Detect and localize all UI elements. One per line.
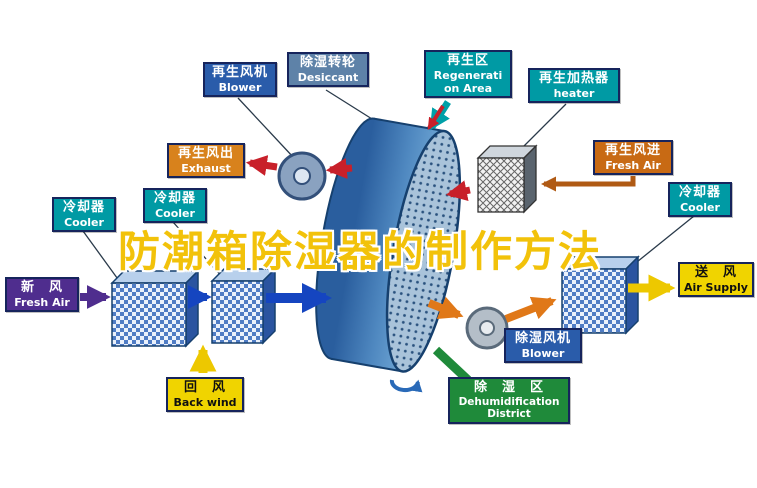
ahu-box-mid-side — [262, 267, 276, 345]
dehum-fan — [465, 306, 509, 350]
label-fresh-air: 新 风 Fresh Air — [5, 277, 79, 312]
ahu-box-left-front — [111, 282, 187, 347]
ahu-box-mid-front — [211, 280, 264, 344]
connector-cooler-mid — [172, 221, 225, 280]
arrow-hx-to-wheel — [445, 180, 471, 202]
label-dehum-blower-en: Blower — [521, 346, 565, 360]
ahu-box-right-side — [625, 255, 639, 335]
label-back-wind: 回 风 Back wind — [166, 377, 244, 412]
label-regen-blower-zh: 再生风机 — [211, 65, 268, 80]
connector-cooler-left — [82, 230, 121, 283]
rotation-arrow — [389, 379, 423, 393]
ahu-box-right — [560, 255, 640, 335]
heat-exchanger — [476, 144, 538, 214]
label-dehum-district-en1: Dehumidification — [458, 395, 560, 408]
label-regen-blower: 再生风机 Blower — [203, 62, 277, 97]
label-regen-fresh-air-en: Fresh Air — [605, 158, 661, 172]
rotor-wheel-edge-bottom — [331, 357, 403, 373]
label-desiccant-zh: 除湿转轮 — [299, 55, 356, 70]
label-connectors — [82, 89, 695, 346]
ahu-box-left — [110, 269, 200, 348]
label-dehum-district: 除 湿 区 Dehumidification District — [448, 377, 570, 424]
label-air-supply-zh: 送 风 — [694, 265, 737, 280]
arrow-exhaust-out — [245, 155, 278, 176]
label-regen-area-zh: 再生区 — [446, 53, 489, 68]
ahu-box-right-front — [561, 268, 627, 334]
label-desiccant: 除湿转轮 Desiccant — [287, 52, 369, 87]
regen-fan — [277, 151, 327, 201]
dehum-fan-hub — [479, 320, 495, 336]
page-title: 防潮箱除湿器的制作方法 — [118, 227, 603, 276]
arrow-wheel-to-dehum-fan — [427, 296, 464, 320]
label-dehum-district-zh: 除 湿 区 — [473, 380, 544, 395]
label-fresh-air-en: Fresh Air — [14, 295, 70, 309]
label-back-wind-zh: 回 风 — [183, 380, 226, 395]
arrow-wheel-to-regen-fan — [325, 158, 353, 179]
label-dehum-district-en2: District — [487, 408, 531, 421]
label-cooler-mid-zh: 冷却器 — [153, 191, 196, 206]
label-exhaust: 再生风出 Exhaust — [167, 143, 245, 178]
rotor-wheel-face — [385, 129, 462, 373]
arrow-fan-to-right-box — [504, 296, 557, 323]
label-regen-fresh-air: 再生风进 Fresh Air — [593, 140, 673, 175]
label-cooler-mid: 冷却器 Cooler — [143, 188, 207, 223]
arrow-regen-fresh-in — [541, 176, 636, 192]
label-heater-zh: 再生加热器 — [538, 71, 609, 86]
dehum-area-pointer — [432, 346, 472, 384]
label-heater: 再生加热器 heater — [528, 68, 620, 103]
label-regen-blower-en: Blower — [218, 80, 262, 94]
label-heater-en: heater — [553, 86, 595, 100]
rotor-wheel — [315, 117, 462, 373]
label-cooler-right-zh: 冷却器 — [678, 185, 721, 200]
regen-fan-hub — [293, 167, 311, 185]
label-cooler-right-en: Cooler — [680, 200, 720, 214]
arrow-regen-area-red — [427, 104, 445, 131]
label-cooler-left: 冷却器 Cooler — [52, 197, 116, 232]
flow-arrows — [80, 100, 676, 373]
label-regen-area-en2: on Area — [443, 81, 493, 95]
ahu-box-left-side — [185, 269, 199, 348]
label-desiccant-en: Desiccant — [297, 70, 359, 84]
label-cooler-right: 冷却器 Cooler — [668, 182, 732, 217]
label-cooler-left-en: Cooler — [64, 215, 104, 229]
heat-exchanger-side — [523, 144, 537, 214]
connector-cooler-right — [631, 215, 695, 267]
label-dehum-blower: 除湿风机 Blower — [504, 328, 582, 363]
label-exhaust-en: Exhaust — [181, 161, 231, 175]
label-regen-fresh-air-zh: 再生风进 — [604, 143, 661, 158]
ahu-box-mid — [210, 267, 277, 345]
label-back-wind-en: Back wind — [173, 395, 237, 409]
label-exhaust-zh: 再生风出 — [177, 146, 234, 161]
label-dehum-blower-zh: 除湿风机 — [514, 331, 571, 346]
connector-regen-blower — [237, 97, 295, 159]
label-air-supply-en: Air Supply — [684, 280, 748, 294]
label-cooler-left-zh: 冷却器 — [62, 200, 105, 215]
label-cooler-mid-en: Cooler — [155, 206, 195, 220]
label-regen-area: 再生区 Regenerati on Area — [424, 50, 512, 98]
label-air-supply: 送 风 Air Supply — [678, 262, 754, 297]
label-fresh-air-zh: 新 风 — [20, 280, 63, 295]
arrow-regen-area-down — [429, 100, 451, 131]
heat-exchanger-front — [477, 157, 525, 213]
connector-heater — [519, 103, 567, 151]
label-regen-area-en1: Regenerati — [433, 68, 503, 82]
